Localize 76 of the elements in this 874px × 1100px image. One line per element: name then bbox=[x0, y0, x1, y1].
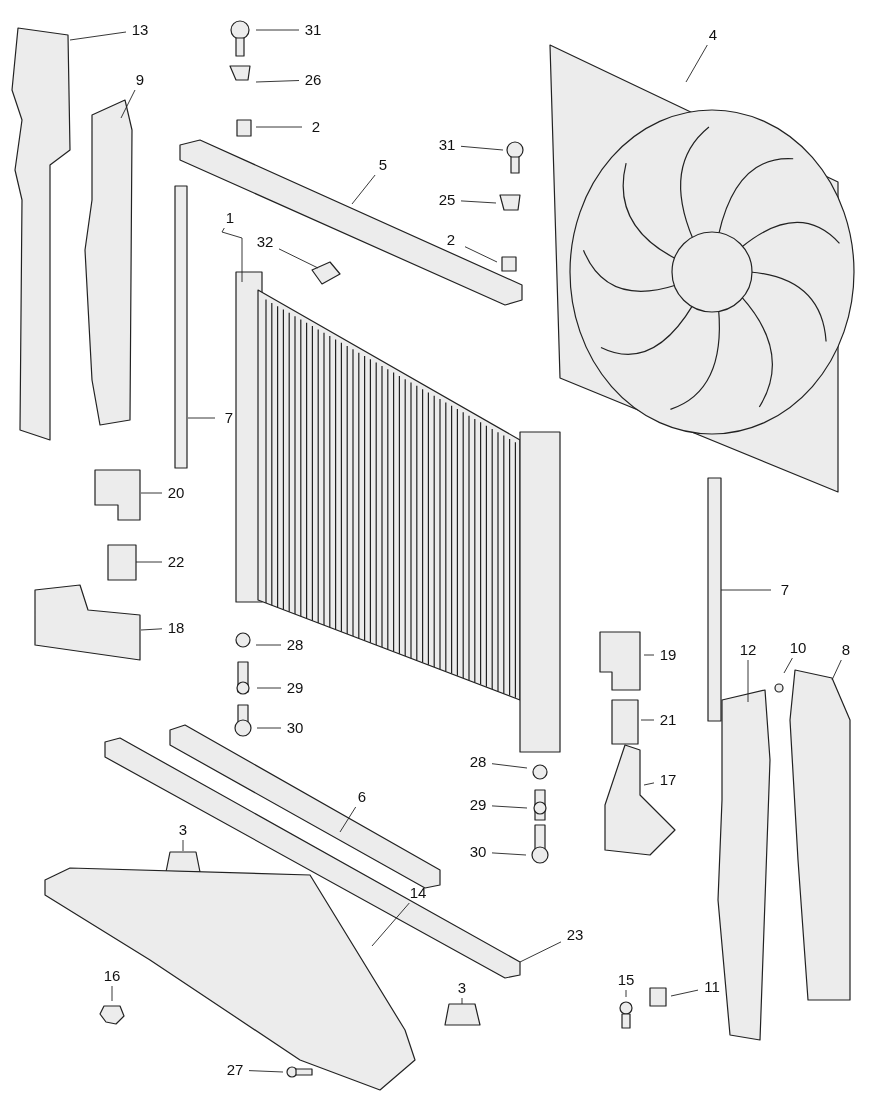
leader-line bbox=[255, 644, 282, 646]
callout-number: 3 bbox=[170, 821, 196, 839]
leader-line bbox=[256, 687, 282, 689]
callout-number: 16 bbox=[99, 967, 125, 985]
leader-line bbox=[351, 174, 376, 205]
callout-number: 32 bbox=[252, 233, 278, 251]
leader-line bbox=[685, 44, 708, 83]
callout-number: 3 bbox=[449, 979, 475, 997]
callout-number: 21 bbox=[655, 711, 681, 729]
callout-number: 14 bbox=[405, 884, 431, 902]
leader-line bbox=[519, 941, 562, 963]
callout-number: 19 bbox=[655, 646, 681, 664]
callout-number: 7 bbox=[772, 581, 798, 599]
leader-line bbox=[747, 659, 749, 703]
callout-number: 10 bbox=[785, 639, 811, 657]
callout-number: 15 bbox=[613, 971, 639, 989]
leader-line bbox=[625, 989, 627, 998]
callout-number: 23 bbox=[562, 926, 588, 944]
leader-line bbox=[255, 80, 300, 83]
callout-number: 27 bbox=[222, 1061, 248, 1079]
leader-line bbox=[491, 805, 528, 809]
leader-line bbox=[371, 902, 410, 947]
callout-number: 8 bbox=[833, 641, 859, 659]
callout-number: 13 bbox=[127, 21, 153, 39]
leader-line bbox=[120, 89, 136, 119]
callout-number: 9 bbox=[127, 71, 153, 89]
leader-line bbox=[187, 417, 216, 419]
leader-line bbox=[135, 561, 163, 563]
callout-number: 29 bbox=[282, 679, 308, 697]
callout-number: 5 bbox=[370, 156, 396, 174]
callout-number: 20 bbox=[163, 484, 189, 502]
callout-number: 12 bbox=[735, 641, 761, 659]
leader-line bbox=[339, 806, 357, 833]
leader-line bbox=[640, 719, 655, 721]
callout-number: 25 bbox=[434, 191, 460, 209]
callout-number: 31 bbox=[434, 136, 460, 154]
leader-line bbox=[643, 654, 655, 656]
leader-line bbox=[248, 1070, 284, 1073]
leader-line bbox=[221, 227, 243, 283]
callout-number: 1 bbox=[217, 209, 243, 227]
leader-line bbox=[255, 29, 300, 31]
callout-number: 11 bbox=[699, 978, 725, 996]
callout-number: 17 bbox=[655, 771, 681, 789]
callout-number: 28 bbox=[282, 636, 308, 654]
callout-number: 31 bbox=[300, 21, 326, 39]
leader-line bbox=[461, 997, 463, 1005]
callout-number: 18 bbox=[163, 619, 189, 637]
callout-number: 22 bbox=[163, 553, 189, 571]
leader-line bbox=[670, 989, 699, 997]
leader-line bbox=[182, 839, 184, 852]
callout-number: 26 bbox=[300, 71, 326, 89]
leader-line bbox=[783, 657, 793, 674]
leader-line bbox=[491, 852, 527, 856]
leader-line bbox=[256, 727, 282, 729]
leader-line bbox=[460, 145, 504, 151]
callout-number: 30 bbox=[282, 719, 308, 737]
leader-line bbox=[255, 126, 303, 128]
callout-number: 2 bbox=[438, 231, 464, 249]
leader-line bbox=[69, 31, 127, 41]
leader-line bbox=[111, 985, 113, 1002]
callout-number: 28 bbox=[465, 753, 491, 771]
callout-number: 4 bbox=[700, 26, 726, 44]
leader-line bbox=[464, 246, 498, 263]
callout-number: 7 bbox=[216, 409, 242, 427]
callout-number: 6 bbox=[349, 788, 375, 806]
leader-line bbox=[460, 200, 497, 204]
leader-line bbox=[831, 659, 842, 681]
leader-line bbox=[140, 628, 163, 631]
leader-line bbox=[643, 782, 655, 786]
leader-line bbox=[491, 763, 528, 769]
leader-line bbox=[140, 492, 163, 494]
leader-line bbox=[278, 248, 319, 269]
callout-number: 2 bbox=[303, 118, 329, 136]
callout-number: 29 bbox=[465, 796, 491, 814]
leader-line bbox=[720, 589, 772, 591]
callout-number: 30 bbox=[465, 843, 491, 861]
